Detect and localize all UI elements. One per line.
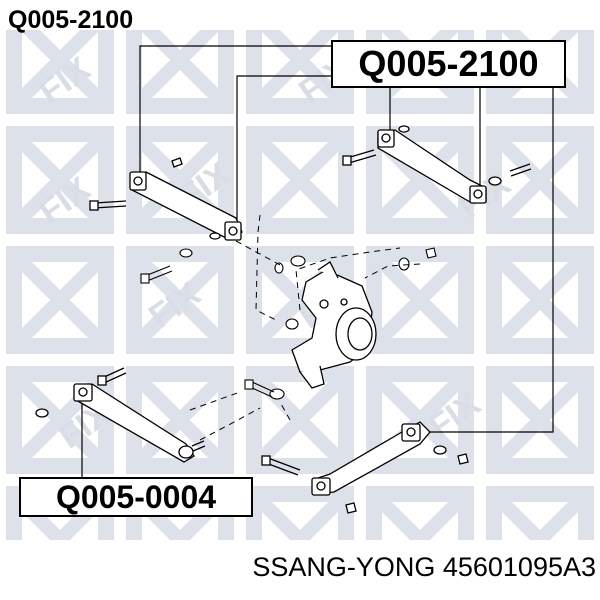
leader-lines — [81, 45, 554, 477]
assembly-dashes — [189, 214, 421, 441]
watermark-layer: FIX FIX FIX FIX FIX FIX FIX FIX FIX — [0, 30, 600, 540]
lower-right-link — [261, 421, 469, 514]
knuckle-assembly — [291, 261, 377, 389]
lower-left-link — [35, 367, 206, 463]
callout-lower-link: Q005-0004 — [19, 477, 253, 517]
center-hardware — [140, 247, 437, 400]
header-part-code: Q005-2100 — [8, 6, 134, 34]
callout-upper-arm: Q005-2100 — [331, 40, 566, 88]
caption: SSANG-YONG 45601095A3 — [252, 552, 596, 582]
upper-left-arm — [89, 157, 243, 241]
upper-right-arm — [342, 125, 532, 204]
